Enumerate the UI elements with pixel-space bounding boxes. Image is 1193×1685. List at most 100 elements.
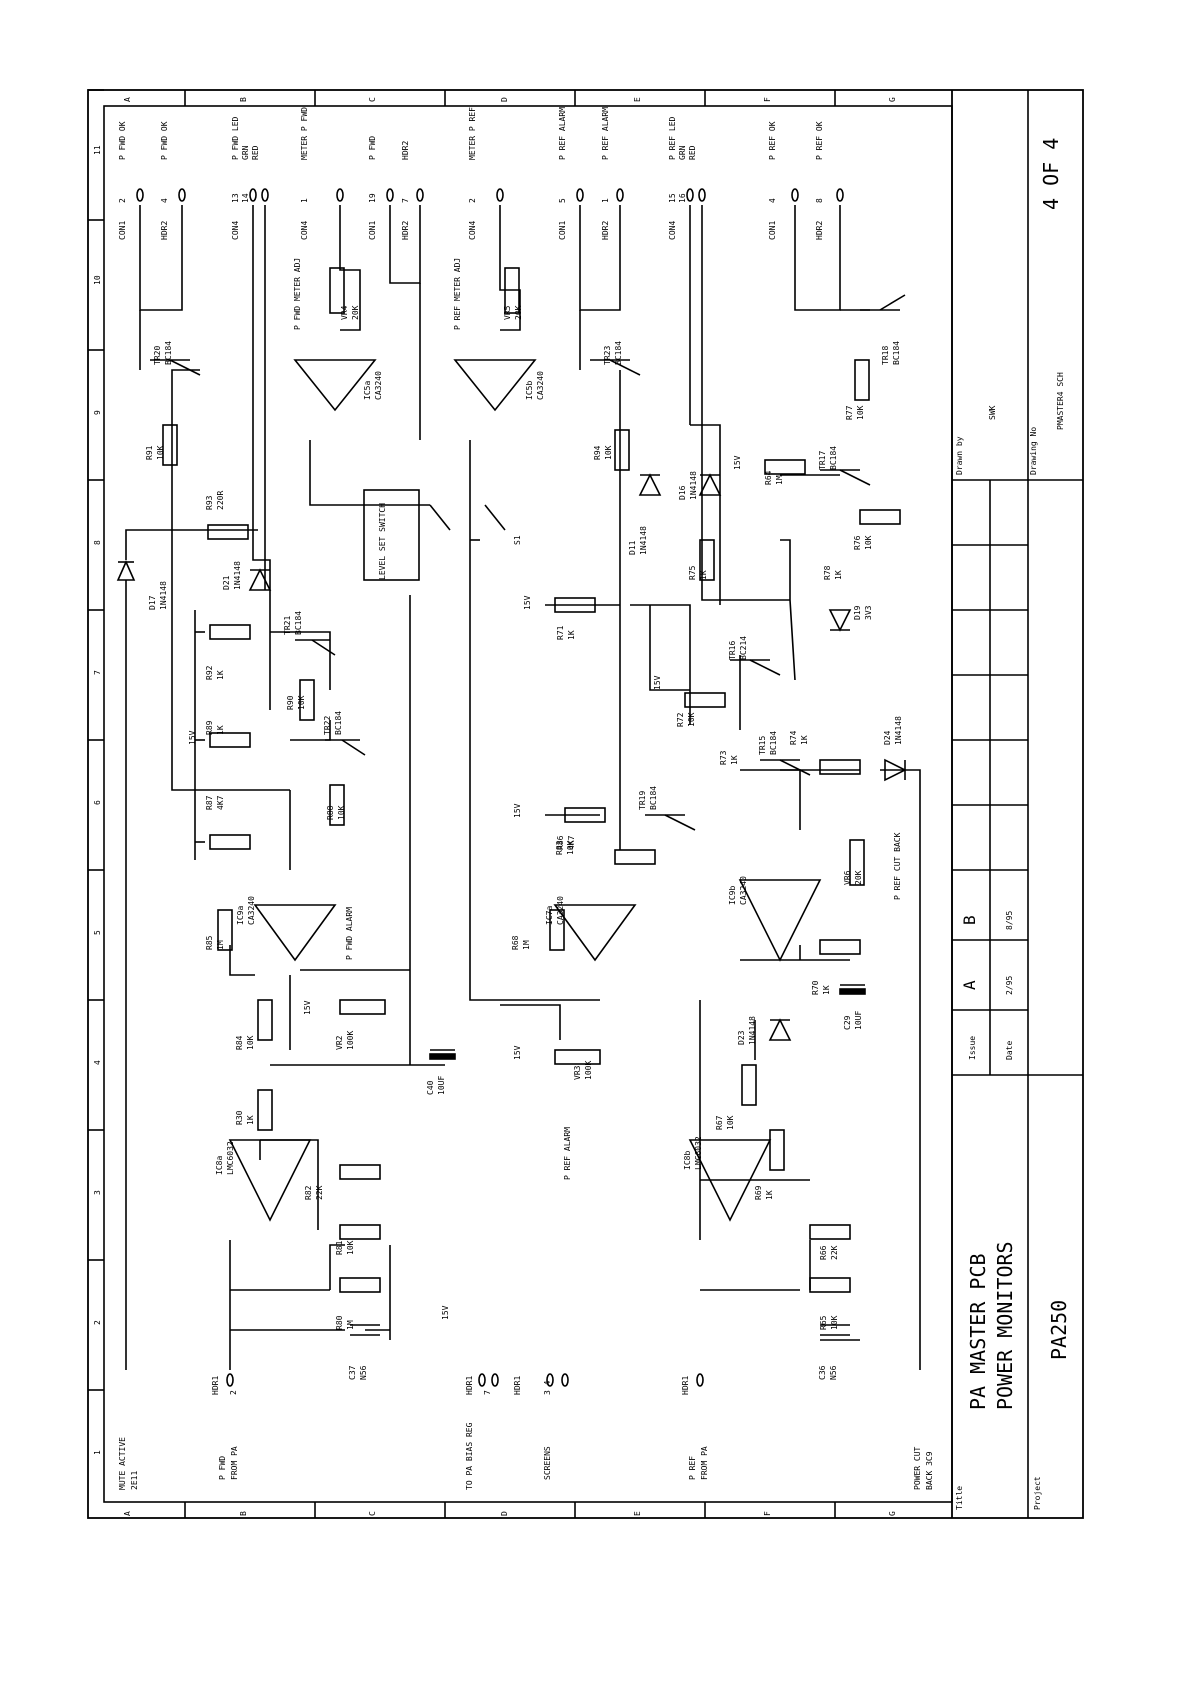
resistor-value: 10K: [156, 445, 165, 460]
transistor-ref: TR18: [881, 346, 890, 365]
issue-label: Issue: [968, 1036, 977, 1060]
connector-pin-marker: [336, 188, 344, 202]
resistor-value: 10K: [856, 405, 865, 420]
input-pin-marker: [561, 1373, 569, 1387]
connector-pin: 1: [300, 198, 309, 203]
resistor-value: 10K: [566, 840, 575, 855]
connector-pin-marker: [386, 188, 394, 202]
input-sub: FROM PA: [230, 1446, 239, 1480]
resistor-value: 1K: [216, 725, 225, 735]
connector-pin: 16: [678, 193, 687, 203]
resistor-value: 1K: [834, 570, 843, 580]
connector-pin-marker: [261, 188, 269, 202]
zone-letter-bottom: G: [888, 1511, 897, 1516]
resistor-value: 1K: [800, 735, 809, 745]
connector-pin-marker: [698, 188, 706, 202]
opamp-ref: IC5a: [363, 381, 372, 400]
zone-number: 3: [93, 1190, 102, 1195]
diode-ref: D23: [737, 1030, 746, 1045]
resistor-ref: R77: [845, 405, 854, 420]
connector-ref: CON1: [368, 221, 377, 240]
capacitor-value: 10UF: [854, 1011, 863, 1030]
resistor-value: 1K: [699, 570, 708, 580]
resistor-value: 1K: [730, 755, 739, 765]
input-ref: HDR1: [513, 1376, 522, 1395]
connector-pin-marker: [686, 188, 694, 202]
sheet-number: 4 OF 4: [1039, 138, 1063, 210]
diode-value: 1N4148: [639, 526, 648, 555]
input-label: SCREENS: [543, 1446, 552, 1480]
transistor-value: BC184: [294, 611, 303, 635]
input-pin-marker: [696, 1373, 704, 1387]
connector-pin: 7: [401, 198, 410, 203]
potentiometers: [329, 267, 865, 1065]
date-b: 8/95: [1005, 911, 1014, 930]
resistor-ref: R88: [326, 805, 335, 820]
connector-pin-marker: [136, 188, 144, 202]
zone-number: 4: [93, 1060, 102, 1065]
zone-letter-bottom: B: [239, 1511, 248, 1516]
opamp-value: CA3240: [247, 896, 256, 925]
connector-signal: P FWD: [368, 136, 377, 160]
diode-ref: D17: [148, 595, 157, 610]
resistor-value: 1M: [346, 1320, 355, 1330]
input-ref: HDR1: [465, 1376, 474, 1395]
resistors: [162, 359, 901, 1293]
title-label: Title: [955, 1486, 964, 1510]
transistor-ref: TR20: [153, 346, 162, 365]
input-pin: 7: [483, 1390, 492, 1395]
resistor-ref: R65: [819, 1315, 828, 1330]
opamp-ref: IC8a: [215, 1156, 224, 1175]
switch-label: LEVEL SET SWITCH: [378, 503, 387, 580]
connector-ref: CON4: [468, 221, 477, 240]
resistor-ref: R82: [304, 1185, 313, 1200]
resistor-value: 1K: [822, 985, 831, 995]
input-label: MUTE ACTIVE: [118, 1437, 127, 1490]
transistors: [150, 294, 906, 831]
resistor-ref: R72: [676, 712, 685, 727]
zone-letter-bottom: D: [500, 1511, 509, 1516]
connector-pin: 2: [118, 198, 127, 203]
resistor-value: 10K: [337, 805, 346, 820]
pot-label: P REF CUT BACK: [893, 832, 902, 900]
diode-value: 3V3: [864, 605, 873, 620]
drawing-no-label: Drawing No: [1029, 427, 1038, 475]
resistor-ref: R85: [205, 935, 214, 950]
zone-number: 6: [93, 800, 102, 805]
connector-ref: CON4: [231, 221, 240, 240]
connector-signal: HDR2: [401, 141, 410, 160]
connector-pin: 4: [160, 198, 169, 203]
opamp-value: CA3240: [536, 371, 545, 400]
resistor-value: 10K: [604, 445, 613, 460]
resistor-value: 10K: [830, 1315, 839, 1330]
input-pin-marker: [226, 1373, 234, 1387]
op-amps: [228, 359, 822, 1222]
input-sub: BACK 3C9: [925, 1451, 934, 1490]
diode-ref: D24: [883, 730, 892, 745]
zone-number: 9: [93, 410, 102, 415]
connector-signal: GRN: [678, 145, 687, 160]
resistor-ref: R81: [335, 1240, 344, 1255]
pot-value: 20K: [854, 870, 863, 885]
input-pin: 2: [229, 1390, 238, 1395]
transistor-value: BC184: [649, 786, 658, 810]
connector-ref: CON1: [768, 221, 777, 240]
resistor-ref: R83: [555, 840, 564, 855]
zone-number: 2: [93, 1320, 102, 1325]
pot-ref: VR3: [573, 1065, 582, 1080]
resistor-ref: R94: [593, 445, 602, 460]
level-set-switch: [363, 489, 506, 581]
diode-value: 1N4148: [689, 471, 698, 500]
diode-ref: D19: [853, 605, 862, 620]
capacitor-ref: C37: [348, 1365, 357, 1380]
connector-signal: RED: [251, 145, 260, 160]
connector-pin-marker: [416, 188, 424, 202]
outer-frame: [87, 89, 1084, 1519]
resistor-ref: R69: [754, 1185, 763, 1200]
pot-label: P REF ALARM: [563, 1127, 572, 1180]
zone-letter-top: B: [239, 97, 248, 102]
connector-ref: HDR2: [601, 221, 610, 240]
resistor-ref: R90: [286, 695, 295, 710]
title-line-1: PA MASTER PCB: [966, 1253, 990, 1410]
connector-pin-marker: [249, 188, 257, 202]
